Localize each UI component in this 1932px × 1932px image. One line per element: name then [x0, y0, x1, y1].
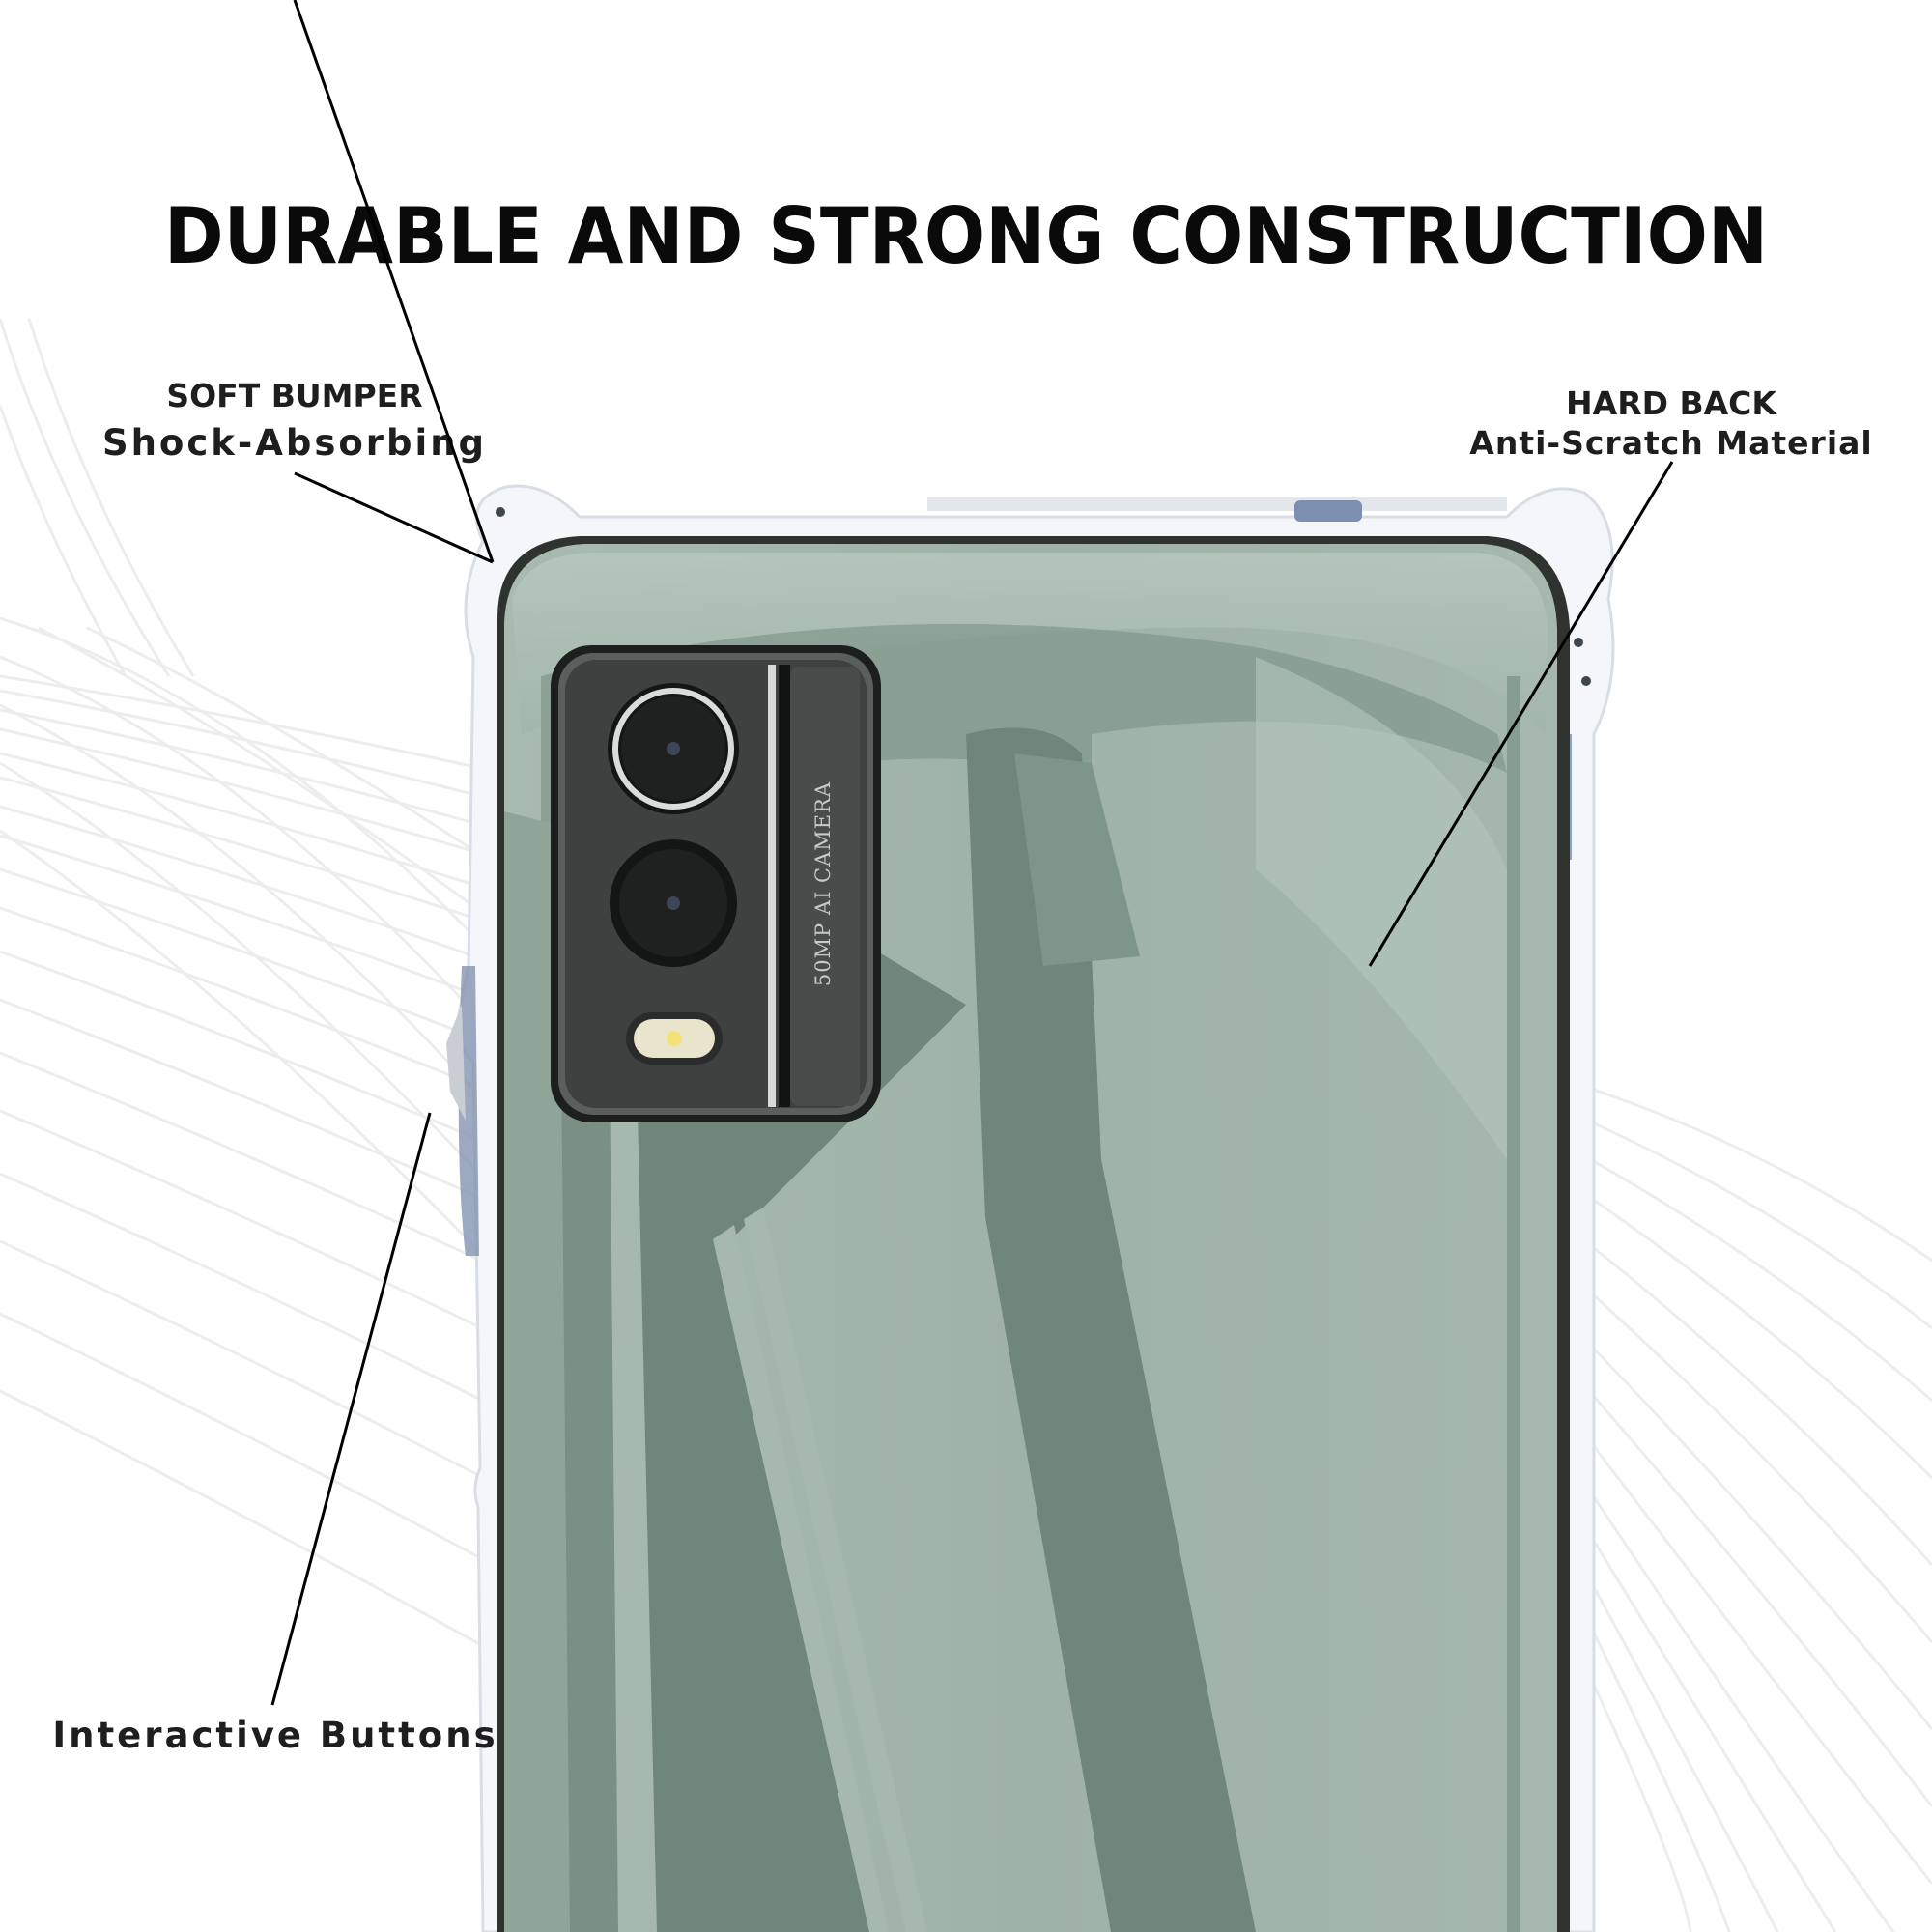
- callout-heading: Interactive Buttons: [52, 1715, 498, 1756]
- camera-module: [551, 645, 881, 1122]
- callout-subheading: Anti-Scratch Material: [1469, 424, 1873, 462]
- callout-subheading: Shock-Absorbing: [101, 422, 488, 464]
- callout-heading: HARD BACK: [1566, 384, 1776, 422]
- camera-label-text: 50MP AI CAMERA: [811, 781, 835, 987]
- page-title: DURABLE AND STRONG CONSTRUCTION: [163, 191, 1769, 281]
- callout-heading: SOFT BUMPER: [166, 377, 423, 414]
- callout-interactive-buttons: Interactive Buttons: [39, 1715, 512, 1756]
- callout-soft-bumper: SOFT BUMPER Shock-Absorbing: [58, 377, 531, 464]
- callout-hard-back: HARD BACK Anti-Scratch Material: [1439, 384, 1903, 462]
